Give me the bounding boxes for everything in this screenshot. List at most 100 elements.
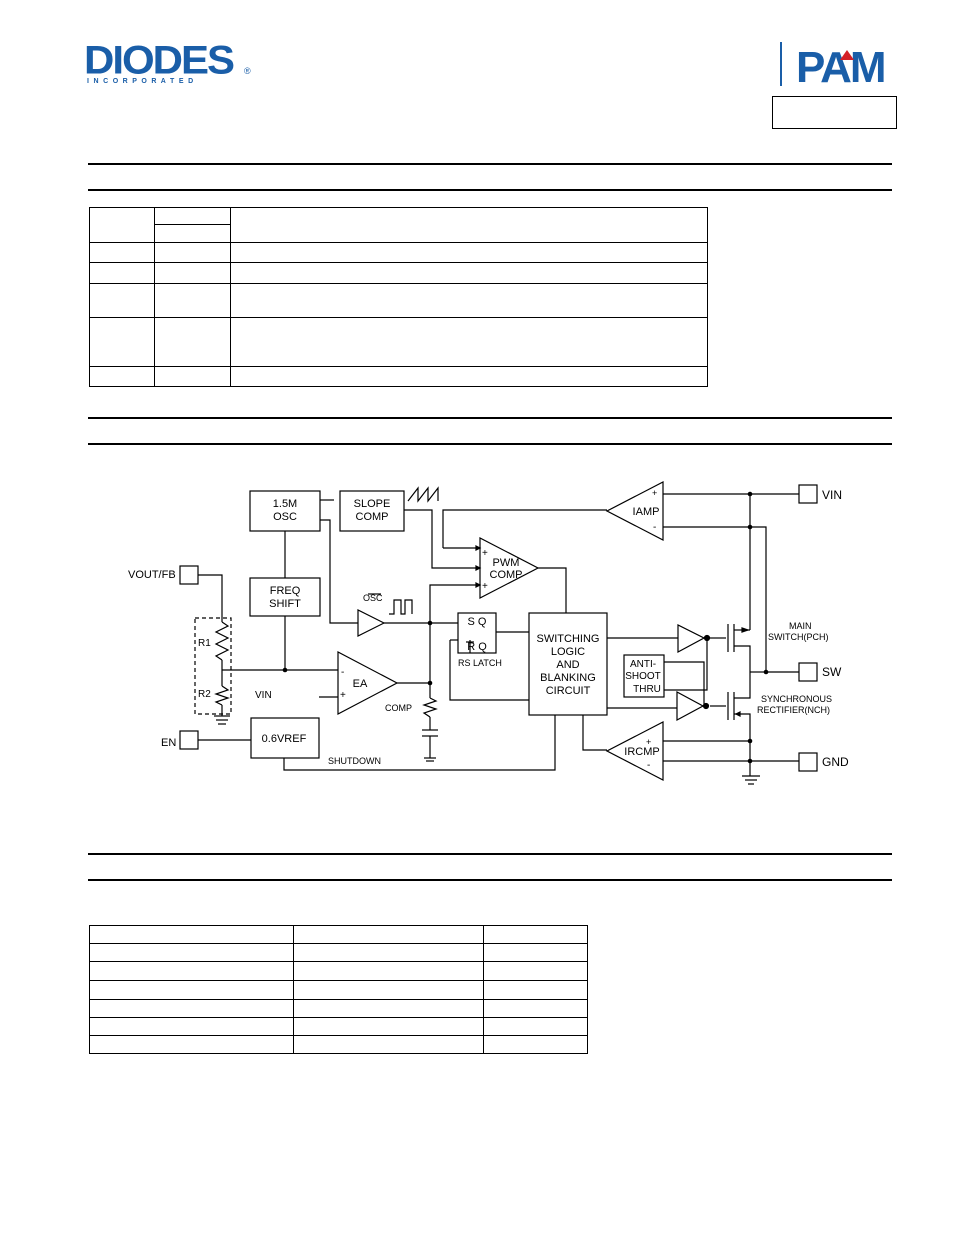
square-wave bbox=[389, 599, 413, 615]
en-label: EN bbox=[161, 737, 176, 749]
table-cell bbox=[230, 366, 708, 387]
sync-rect-label-2: RECTIFIER(NCH) bbox=[757, 705, 830, 715]
table-cell bbox=[89, 925, 294, 944]
switching-label-4: BLANKING bbox=[540, 672, 596, 684]
table-cell bbox=[89, 1035, 294, 1054]
nch-driver bbox=[676, 690, 705, 722]
osc-bar-label: OSC bbox=[363, 593, 383, 603]
iamp-label: IAMP bbox=[633, 506, 660, 518]
table-cell bbox=[483, 961, 588, 981]
pin-description-table bbox=[89, 207, 708, 387]
pam-logo-text: PAM bbox=[796, 43, 885, 88]
r2-label: R2 bbox=[198, 689, 211, 700]
diodes-logo-text: DIODES bbox=[84, 37, 235, 82]
table-cell bbox=[89, 943, 294, 962]
table-cell bbox=[230, 317, 708, 367]
rs-latch-label: RS LATCH bbox=[458, 658, 502, 668]
pwm-label-1: PWM bbox=[493, 557, 520, 569]
table-cell bbox=[89, 283, 155, 318]
table-cell bbox=[293, 980, 484, 1000]
rq-label: R Q bbox=[467, 641, 487, 653]
ircmp-plus: + bbox=[646, 737, 651, 747]
osc-label-2: OSC bbox=[273, 511, 297, 523]
diodes-logo: DIODES ® I N C O R P O R A T E D bbox=[84, 40, 256, 88]
main-switch-label-2: SWITCH(PCH) bbox=[768, 632, 829, 642]
comp-label: COMP bbox=[385, 703, 412, 713]
table-cell bbox=[293, 1017, 484, 1036]
section-rule-1-top bbox=[88, 163, 892, 165]
table-cell bbox=[293, 925, 484, 944]
switching-label-2: LOGIC bbox=[551, 646, 585, 658]
ea-plus: + bbox=[340, 690, 346, 701]
pch-driver-bubble bbox=[703, 634, 711, 642]
sync-rect-label-1: SYNCHRONOUS bbox=[761, 694, 832, 704]
table-cell bbox=[483, 943, 588, 962]
freq-label-2: SHIFT bbox=[269, 598, 301, 610]
ircmp-comparator bbox=[605, 721, 664, 781]
freq-shift-block bbox=[249, 577, 321, 617]
ordering-table bbox=[89, 925, 588, 1054]
table-cell bbox=[89, 1017, 294, 1036]
r1-label: R1 bbox=[198, 638, 211, 649]
error-amplifier bbox=[337, 651, 399, 715]
switching-label-3: AND bbox=[556, 659, 579, 671]
ea-label: EA bbox=[353, 678, 368, 690]
table-cell bbox=[293, 1035, 484, 1054]
rs-latch-block bbox=[457, 612, 497, 654]
table-cell bbox=[483, 980, 588, 1000]
pwm-plus-1: + bbox=[482, 548, 488, 559]
anti-label-2: SHOOT bbox=[625, 671, 661, 682]
section-rule-1-bottom bbox=[88, 189, 892, 191]
sw-label: SW bbox=[822, 665, 842, 679]
section-rule-3-top bbox=[88, 853, 892, 855]
slope-label-1: SLOPE bbox=[354, 498, 391, 510]
pwm-label-2: COMP bbox=[490, 569, 523, 581]
sq-label: S Q bbox=[468, 616, 487, 628]
switching-logic-block bbox=[528, 612, 608, 716]
sawtooth-waveform bbox=[407, 486, 439, 503]
main-switch-label-1: MAIN bbox=[789, 621, 812, 631]
pwm-plus-2: + bbox=[482, 581, 488, 592]
slope-label-2: COMP bbox=[356, 511, 389, 523]
registered-mark: ® bbox=[244, 66, 251, 76]
pam-logo: PAM bbox=[780, 42, 898, 88]
pam-red-triangle bbox=[840, 50, 854, 60]
table-cell bbox=[483, 1017, 588, 1036]
section-rule-2-bottom bbox=[88, 443, 892, 445]
vin-label: VIN bbox=[822, 488, 842, 502]
sw-pin bbox=[798, 662, 818, 682]
iamp-minus: - bbox=[653, 522, 656, 533]
table-cell bbox=[293, 961, 484, 981]
osc-buffer bbox=[357, 609, 386, 637]
gnd-pin bbox=[798, 752, 818, 772]
table-cell bbox=[293, 943, 484, 962]
iamp-amplifier bbox=[605, 481, 664, 541]
block-diagram: 1.5M OSC SLOPE COMP FREQ SHIFT PWM COMP … bbox=[128, 481, 849, 785]
table-cell bbox=[483, 999, 588, 1018]
vref-label: 0.6VREF bbox=[262, 733, 307, 745]
diodes-logo-sub: I N C O R P O R A T E D bbox=[87, 78, 195, 85]
resistor-divider-frame bbox=[194, 617, 232, 715]
shutdown-label: SHUTDOWN bbox=[328, 756, 381, 766]
iamp-plus: + bbox=[652, 488, 657, 498]
section-rule-3-bottom bbox=[88, 879, 892, 881]
switching-label-1: SWITCHING bbox=[537, 633, 600, 645]
vout-fb-label: VOUT/FB bbox=[128, 569, 176, 581]
table-cell bbox=[483, 1035, 588, 1054]
table-cell bbox=[89, 207, 155, 243]
vout-fb-pin bbox=[179, 565, 199, 585]
anti-shoot-thru-block bbox=[623, 654, 665, 698]
section-rule-2-top bbox=[88, 417, 892, 419]
freq-label-1: FREQ bbox=[270, 585, 301, 597]
vref-block bbox=[250, 717, 320, 759]
resistor-comp bbox=[422, 697, 438, 718]
resistor-r1 bbox=[214, 621, 230, 661]
pam-divider bbox=[780, 42, 782, 86]
slope-comp-block bbox=[339, 490, 405, 532]
table-cell bbox=[293, 999, 484, 1018]
table-cell bbox=[89, 961, 294, 981]
anti-label-1: ANTI- bbox=[630, 659, 656, 670]
anti-label-3: THRU bbox=[633, 684, 661, 695]
pam-logo-mark: PAM bbox=[796, 43, 887, 88]
part-number-box bbox=[772, 96, 897, 129]
